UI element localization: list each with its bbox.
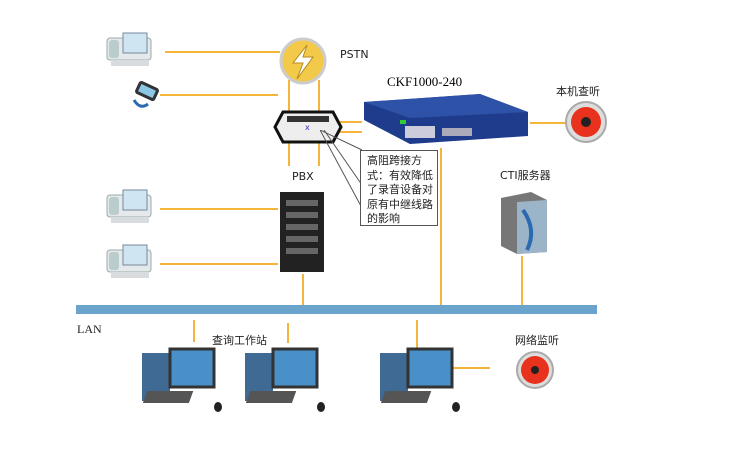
network-listen-label: 网络监听 (515, 334, 559, 347)
workstation-icon (245, 347, 325, 412)
link-lan-pc3 (416, 320, 418, 348)
link-box-device-b (340, 131, 362, 133)
svg-text:x: x (305, 123, 310, 132)
desk-phone-icon (106, 244, 152, 278)
cti-server-icon (501, 192, 547, 254)
high-impedance-tap-icon: x (273, 110, 343, 144)
callout-note: 高阻跨接方 式：有效降低 了录音设备对 原有中继线路 的影响 (360, 150, 438, 226)
desk-phone-icon (106, 189, 152, 223)
pstn-lightning-icon (279, 37, 327, 85)
workstation-icon (380, 347, 460, 412)
device-label: CKF1000-240 (387, 74, 463, 89)
link-box-device-a (340, 121, 362, 123)
speaker-icon (516, 351, 554, 389)
local-listen-label: 本机查听 (556, 85, 600, 98)
link-box-pbx-a (288, 140, 290, 166)
link-pstn-box-b (318, 80, 320, 114)
cti-server-label: CTI服务器 (500, 169, 551, 182)
query-station-label: 查询工作站 (212, 334, 267, 347)
link-device-speaker (530, 122, 566, 124)
lan-label: LAN (77, 322, 102, 336)
link-box-pbx-b (318, 140, 320, 166)
link-cti-lan (521, 256, 523, 305)
workstation-icon (142, 347, 222, 412)
callout-pointer (320, 130, 363, 209)
link-mobile-box (160, 94, 278, 96)
pbx-server-icon (280, 192, 324, 272)
link-device-lan (440, 148, 442, 305)
lan-bus (76, 305, 597, 314)
link-phone4-pbx (160, 263, 278, 265)
link-phone3-pbx (160, 208, 278, 210)
recorder-device-icon (364, 94, 528, 144)
pstn-label: PSTN (340, 48, 369, 61)
link-lan-pc1 (193, 320, 195, 342)
link-pbx-lan (302, 274, 304, 305)
link-pstn-box-a (288, 80, 290, 114)
link-pc3-speaker (450, 367, 490, 369)
link-lan-pc2 (287, 323, 289, 343)
mobile-phone-icon (132, 80, 159, 108)
link-phone1-pstn (165, 51, 280, 53)
pbx-label: PBX (292, 170, 314, 183)
desk-phone-icon (106, 32, 152, 66)
speaker-icon (565, 101, 607, 143)
